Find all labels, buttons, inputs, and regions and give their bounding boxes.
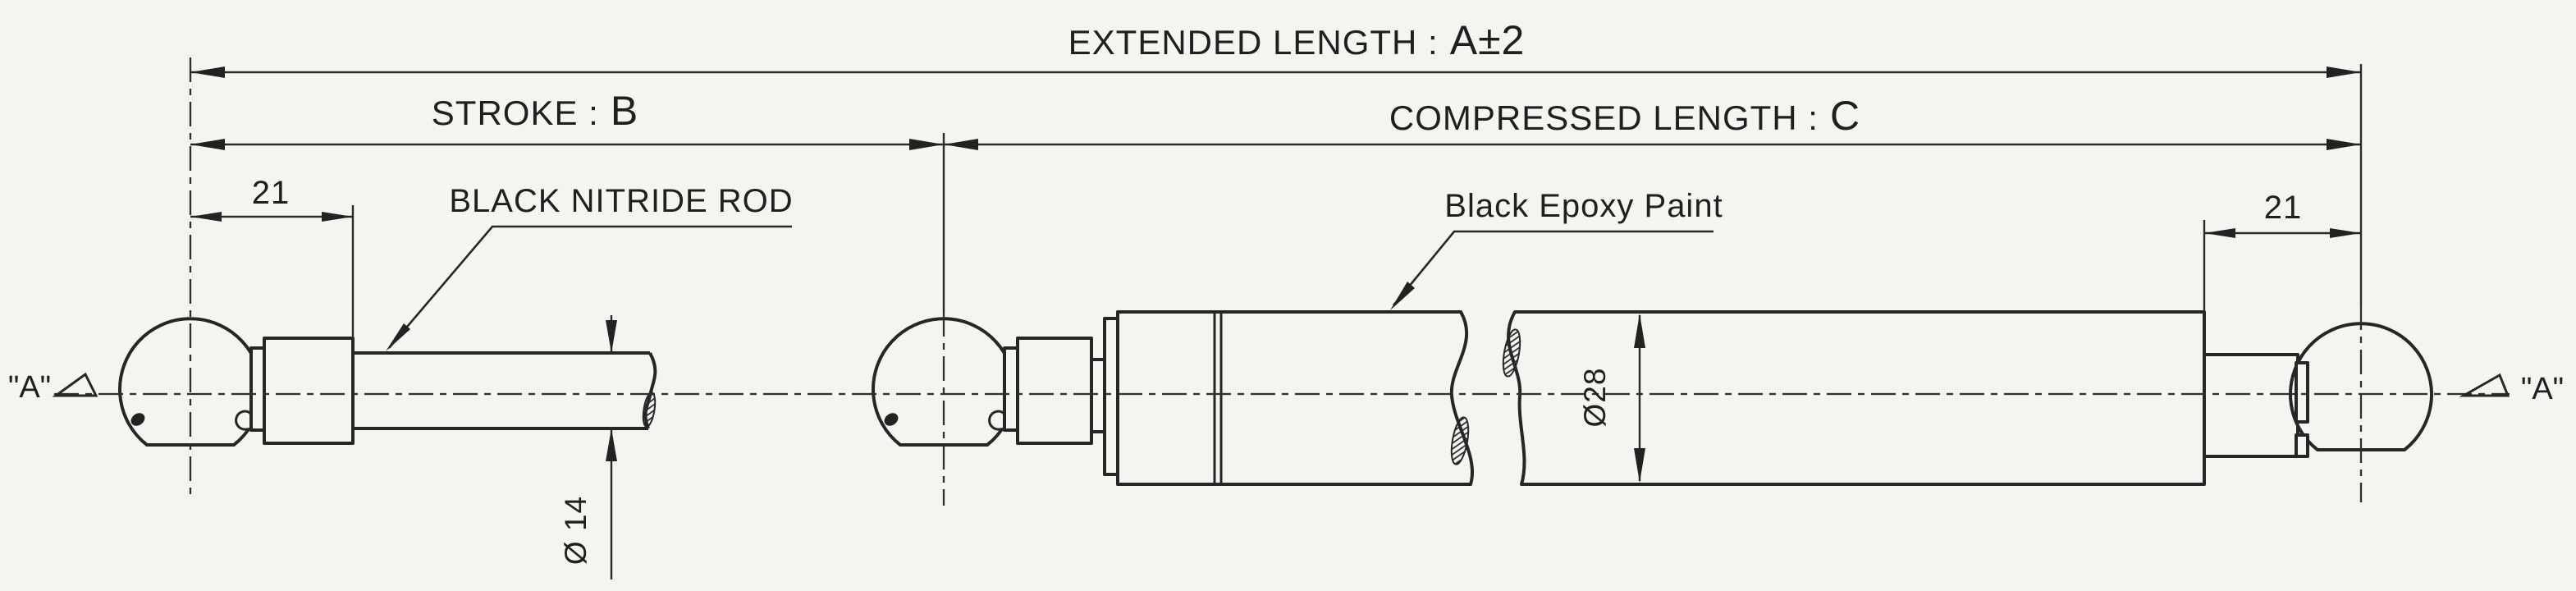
arrowhead-down	[1634, 448, 1645, 483]
dimension-rod-offset-21: 21	[190, 175, 355, 338]
housing-neck	[1090, 358, 1106, 433]
rod-guide-housing	[1016, 337, 1093, 445]
stud-collar-upper	[2295, 361, 2309, 424]
rod-guide-housing	[263, 337, 355, 445]
tube-offset-value: 21	[2264, 190, 2303, 226]
compressed-ball-stud	[872, 317, 1119, 476]
cylinder-tube	[1116, 310, 2206, 486]
tube-finish-label: Black Epoxy Paint	[1444, 188, 1723, 224]
arrowhead-down	[606, 320, 617, 353]
ball-stud-collar	[249, 346, 266, 432]
dimension-compressed-length: COMPRESSED LENGTH :C	[944, 93, 2361, 150]
cylinder-end-cap	[2203, 353, 2299, 458]
tube-left-segment	[1116, 310, 1474, 486]
arrowhead-right	[322, 212, 353, 222]
datum-flag-left: "A"	[8, 370, 98, 405]
rod-end-ball-stud	[117, 317, 355, 447]
dimension-tube-diameter: Ø28	[1578, 314, 1645, 483]
tube-right-segment	[1507, 310, 2206, 486]
stud-collar-lower	[2295, 433, 2309, 458]
cylinder-ball-stud	[2289, 322, 2433, 458]
tube-diameter-value: Ø28	[1578, 368, 1612, 428]
arrowhead-up	[606, 428, 617, 461]
rod-break-hatch	[642, 392, 657, 428]
ball-stud-collar	[1003, 346, 1019, 432]
end-cap-neck	[2203, 353, 2299, 458]
rod-material-label: BLACK NITRIDE ROD	[449, 183, 793, 219]
compressed-length-label: COMPRESSED LENGTH :C	[1389, 93, 1860, 139]
stroke-label: STROKE :B	[432, 88, 638, 134]
datum-flag-right: "A"	[2459, 372, 2564, 406]
arrowhead-left	[944, 139, 978, 150]
dimension-extended-length: EXTENDED LENGTH :A±2	[190, 17, 2361, 78]
tube-crimp-flange	[1103, 317, 1119, 476]
centerlines	[54, 57, 2510, 506]
arrowhead-right	[909, 139, 944, 150]
datum-left-label: "A"	[8, 370, 51, 405]
arrowhead-left	[190, 212, 222, 222]
arrowhead-right	[2327, 66, 2361, 78]
rod-offset-value: 21	[252, 175, 291, 211]
ball-socket	[872, 317, 1018, 447]
arrowhead-right	[2330, 228, 2361, 238]
arrowhead-left	[190, 139, 225, 150]
datum-right-label: "A"	[2521, 372, 2564, 406]
arrowhead-right	[2327, 139, 2361, 150]
arrowhead-left	[190, 66, 225, 78]
tube-break-hatch-lower	[1450, 416, 1470, 465]
tube-break-hatch-upper	[1502, 328, 1521, 378]
dimension-rod-diameter: Ø 14	[559, 315, 617, 580]
leader-arrowhead	[386, 323, 410, 351]
piston-rod	[353, 351, 657, 430]
dimension-tube-offset-21: 21	[2203, 190, 2361, 310]
arrowhead-up	[1634, 314, 1645, 348]
dimension-stroke: STROKE :B	[190, 88, 944, 150]
arrowhead-left	[2204, 228, 2235, 238]
leader-tube-finish: Black Epoxy Paint	[1390, 188, 1723, 310]
leader-rod-material: BLACK NITRIDE ROD	[386, 183, 793, 351]
datum-triangle	[52, 372, 98, 397]
leader-arrowhead	[1390, 282, 1415, 310]
extended-length-label: EXTENDED LENGTH :A±2	[1068, 17, 1526, 63]
ball-socket	[117, 317, 265, 447]
tube-joint-lines	[1213, 314, 1223, 483]
rod-diameter-value: Ø 14	[559, 496, 593, 565]
datum-triangle	[2459, 373, 2510, 397]
